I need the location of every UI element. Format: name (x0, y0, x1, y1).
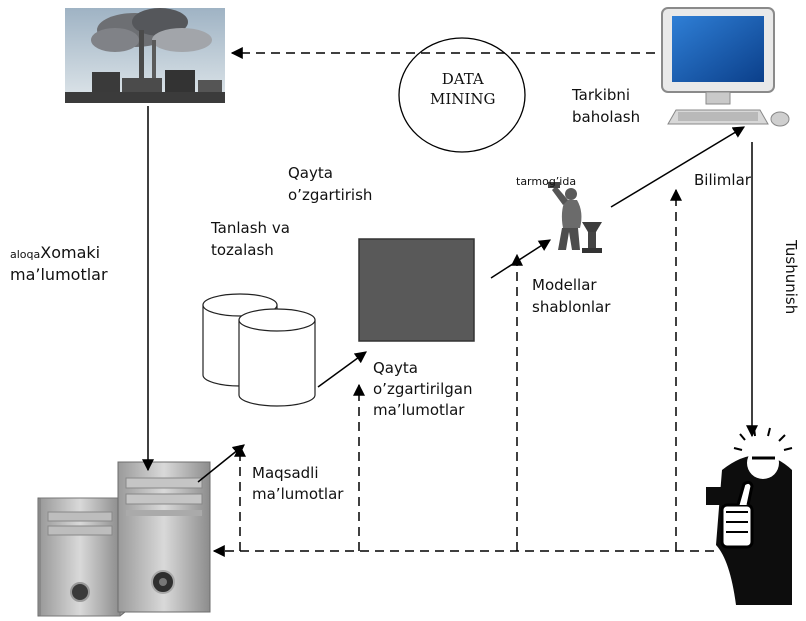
transformed-data-label: Qayta o’zgartirilgan ma’lumotlar (373, 358, 472, 421)
selection-line1: Tanlash va (211, 219, 290, 237)
blacksmith-icon (548, 182, 602, 253)
computer-icon (661, 7, 790, 127)
target-data-label: Maqsadli ma’lumotlar (252, 463, 343, 505)
arrow-patterns-to-computer (610, 126, 746, 208)
transformed-data-line2: o’zgartirilgan (373, 380, 473, 398)
data-mining-line2: MINING (430, 90, 496, 108)
raw-data-line2: ma’lumotlar (10, 265, 108, 284)
patterns-line1: Modellar (532, 276, 597, 294)
raw-data-line1: aloqaXomaki (10, 242, 108, 264)
data-mining-title: DATA MINING (430, 69, 495, 109)
arrow-box-to-patterns (490, 239, 552, 279)
transformed-data-line1: Qayta (373, 359, 418, 377)
data-mining-line1: DATA (441, 70, 484, 88)
raw-data-word: Xomaki (40, 243, 101, 262)
factory-icon (65, 8, 225, 103)
selection-line2: tozalash (211, 241, 274, 259)
selection-label: Tanlash va tozalash (211, 217, 290, 261)
patterns-label: Modellar shablonlar (532, 274, 610, 318)
understanding-label: Tushunish (782, 240, 800, 315)
transformation-box (358, 238, 475, 342)
target-data-line2: ma’lumotlar (252, 485, 344, 503)
network-label: tarmog’ida (516, 175, 577, 188)
transform-line2: o’zgartirish (288, 186, 373, 204)
evaluation-line2: baholash (572, 108, 641, 126)
database-icon (202, 293, 316, 407)
evaluation-line1: Tarkibni (572, 86, 631, 104)
arrow-database-to-box (317, 351, 367, 388)
thumbs-up-person-icon (706, 427, 793, 605)
patterns-line2: shablonlar (532, 298, 611, 316)
data-mining-ellipse (398, 37, 526, 153)
raw-data-label: aloqaXomaki ma’lumotlar (10, 242, 108, 286)
transformed-data-line3: ma’lumotlar (373, 401, 465, 419)
raw-data-prefix: aloqa (10, 248, 41, 261)
transform-line1: Qayta (288, 164, 333, 182)
evaluation-label: Tarkibni baholash (572, 84, 640, 128)
transform-label: Qayta o’zgartirish (288, 162, 372, 206)
knowledge-label: Bilimlar (694, 171, 751, 189)
target-data-line1: Maqsadli (252, 464, 319, 482)
server-icon (37, 461, 211, 617)
